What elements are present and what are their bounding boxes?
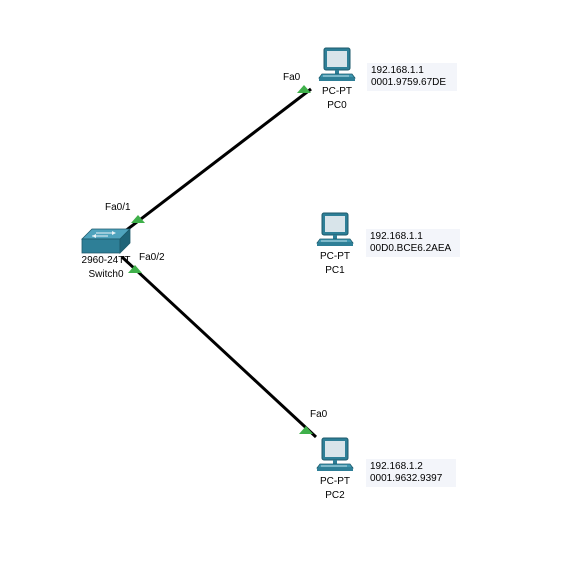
pc2-mac: 0001.9632.9397 (370, 473, 443, 484)
pc1-info-box: 192.168.1.1 00D0.BCE6.2AEA (366, 229, 460, 257)
link-switch-pc2[interactable] (120, 255, 318, 439)
pc0-model-label: PC-PT (322, 86, 352, 97)
pc2-ip: 192.168.1.2 (370, 461, 423, 472)
port-status-fa0-1 (131, 215, 145, 223)
pc1-ip: 192.168.1.1 (370, 231, 423, 242)
port-status-pc2-fa0 (299, 426, 313, 434)
pc2-name-label: PC2 (325, 490, 345, 501)
pc1-model-label: PC-PT (320, 251, 350, 262)
port-label-fa0-1: Fa0/1 (105, 202, 131, 213)
port-label-fa0-2: Fa0/2 (139, 252, 165, 263)
pc2-info-box: 192.168.1.2 0001.9632.9397 (366, 459, 456, 487)
port-label-pc2-fa0: Fa0 (310, 409, 328, 420)
pc0-info-box: 192.168.1.1 0001.9759.67DE (367, 63, 457, 91)
port-status-pc0-fa0 (297, 85, 311, 93)
pc0-mac: 0001.9759.67DE (371, 77, 447, 88)
pc1-name-label: PC1 (325, 265, 345, 276)
pc1-icon[interactable] (316, 212, 354, 247)
switch-model-label: 2960-24TT (81, 255, 131, 266)
pc0-ip: 192.168.1.1 (371, 65, 424, 76)
pc2-icon[interactable] (316, 437, 354, 472)
switch-name-label: Switch0 (88, 269, 124, 280)
link-switch-pc0[interactable] (119, 87, 312, 237)
pc2-model-label: PC-PT (320, 476, 350, 487)
port-status-fa0-2 (128, 265, 142, 273)
pc1-mac: 00D0.BCE6.2AEA (370, 243, 452, 254)
pc0-name-label: PC0 (327, 100, 347, 111)
switch-icon[interactable] (81, 228, 131, 254)
port-label-pc0-fa0: Fa0 (283, 72, 301, 83)
pc0-icon[interactable] (318, 47, 356, 82)
